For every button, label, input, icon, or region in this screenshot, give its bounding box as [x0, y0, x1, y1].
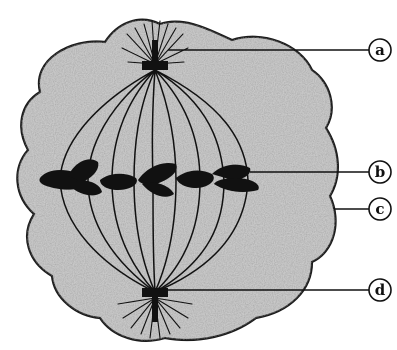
callout-b: b — [369, 161, 391, 183]
callout-a: a — [369, 39, 391, 61]
callout-c-label: c — [375, 200, 384, 218]
centriole-top-stalk — [152, 40, 158, 62]
centriole-bottom — [142, 288, 168, 297]
callout-a-label: a — [375, 41, 385, 59]
callout-b-label: b — [375, 163, 386, 181]
centriole-bottom-stalk — [152, 296, 158, 322]
centriole-top — [142, 61, 168, 70]
callout-c: c — [369, 198, 391, 220]
callout-d: d — [369, 279, 391, 301]
callout-d-label: d — [375, 281, 386, 299]
